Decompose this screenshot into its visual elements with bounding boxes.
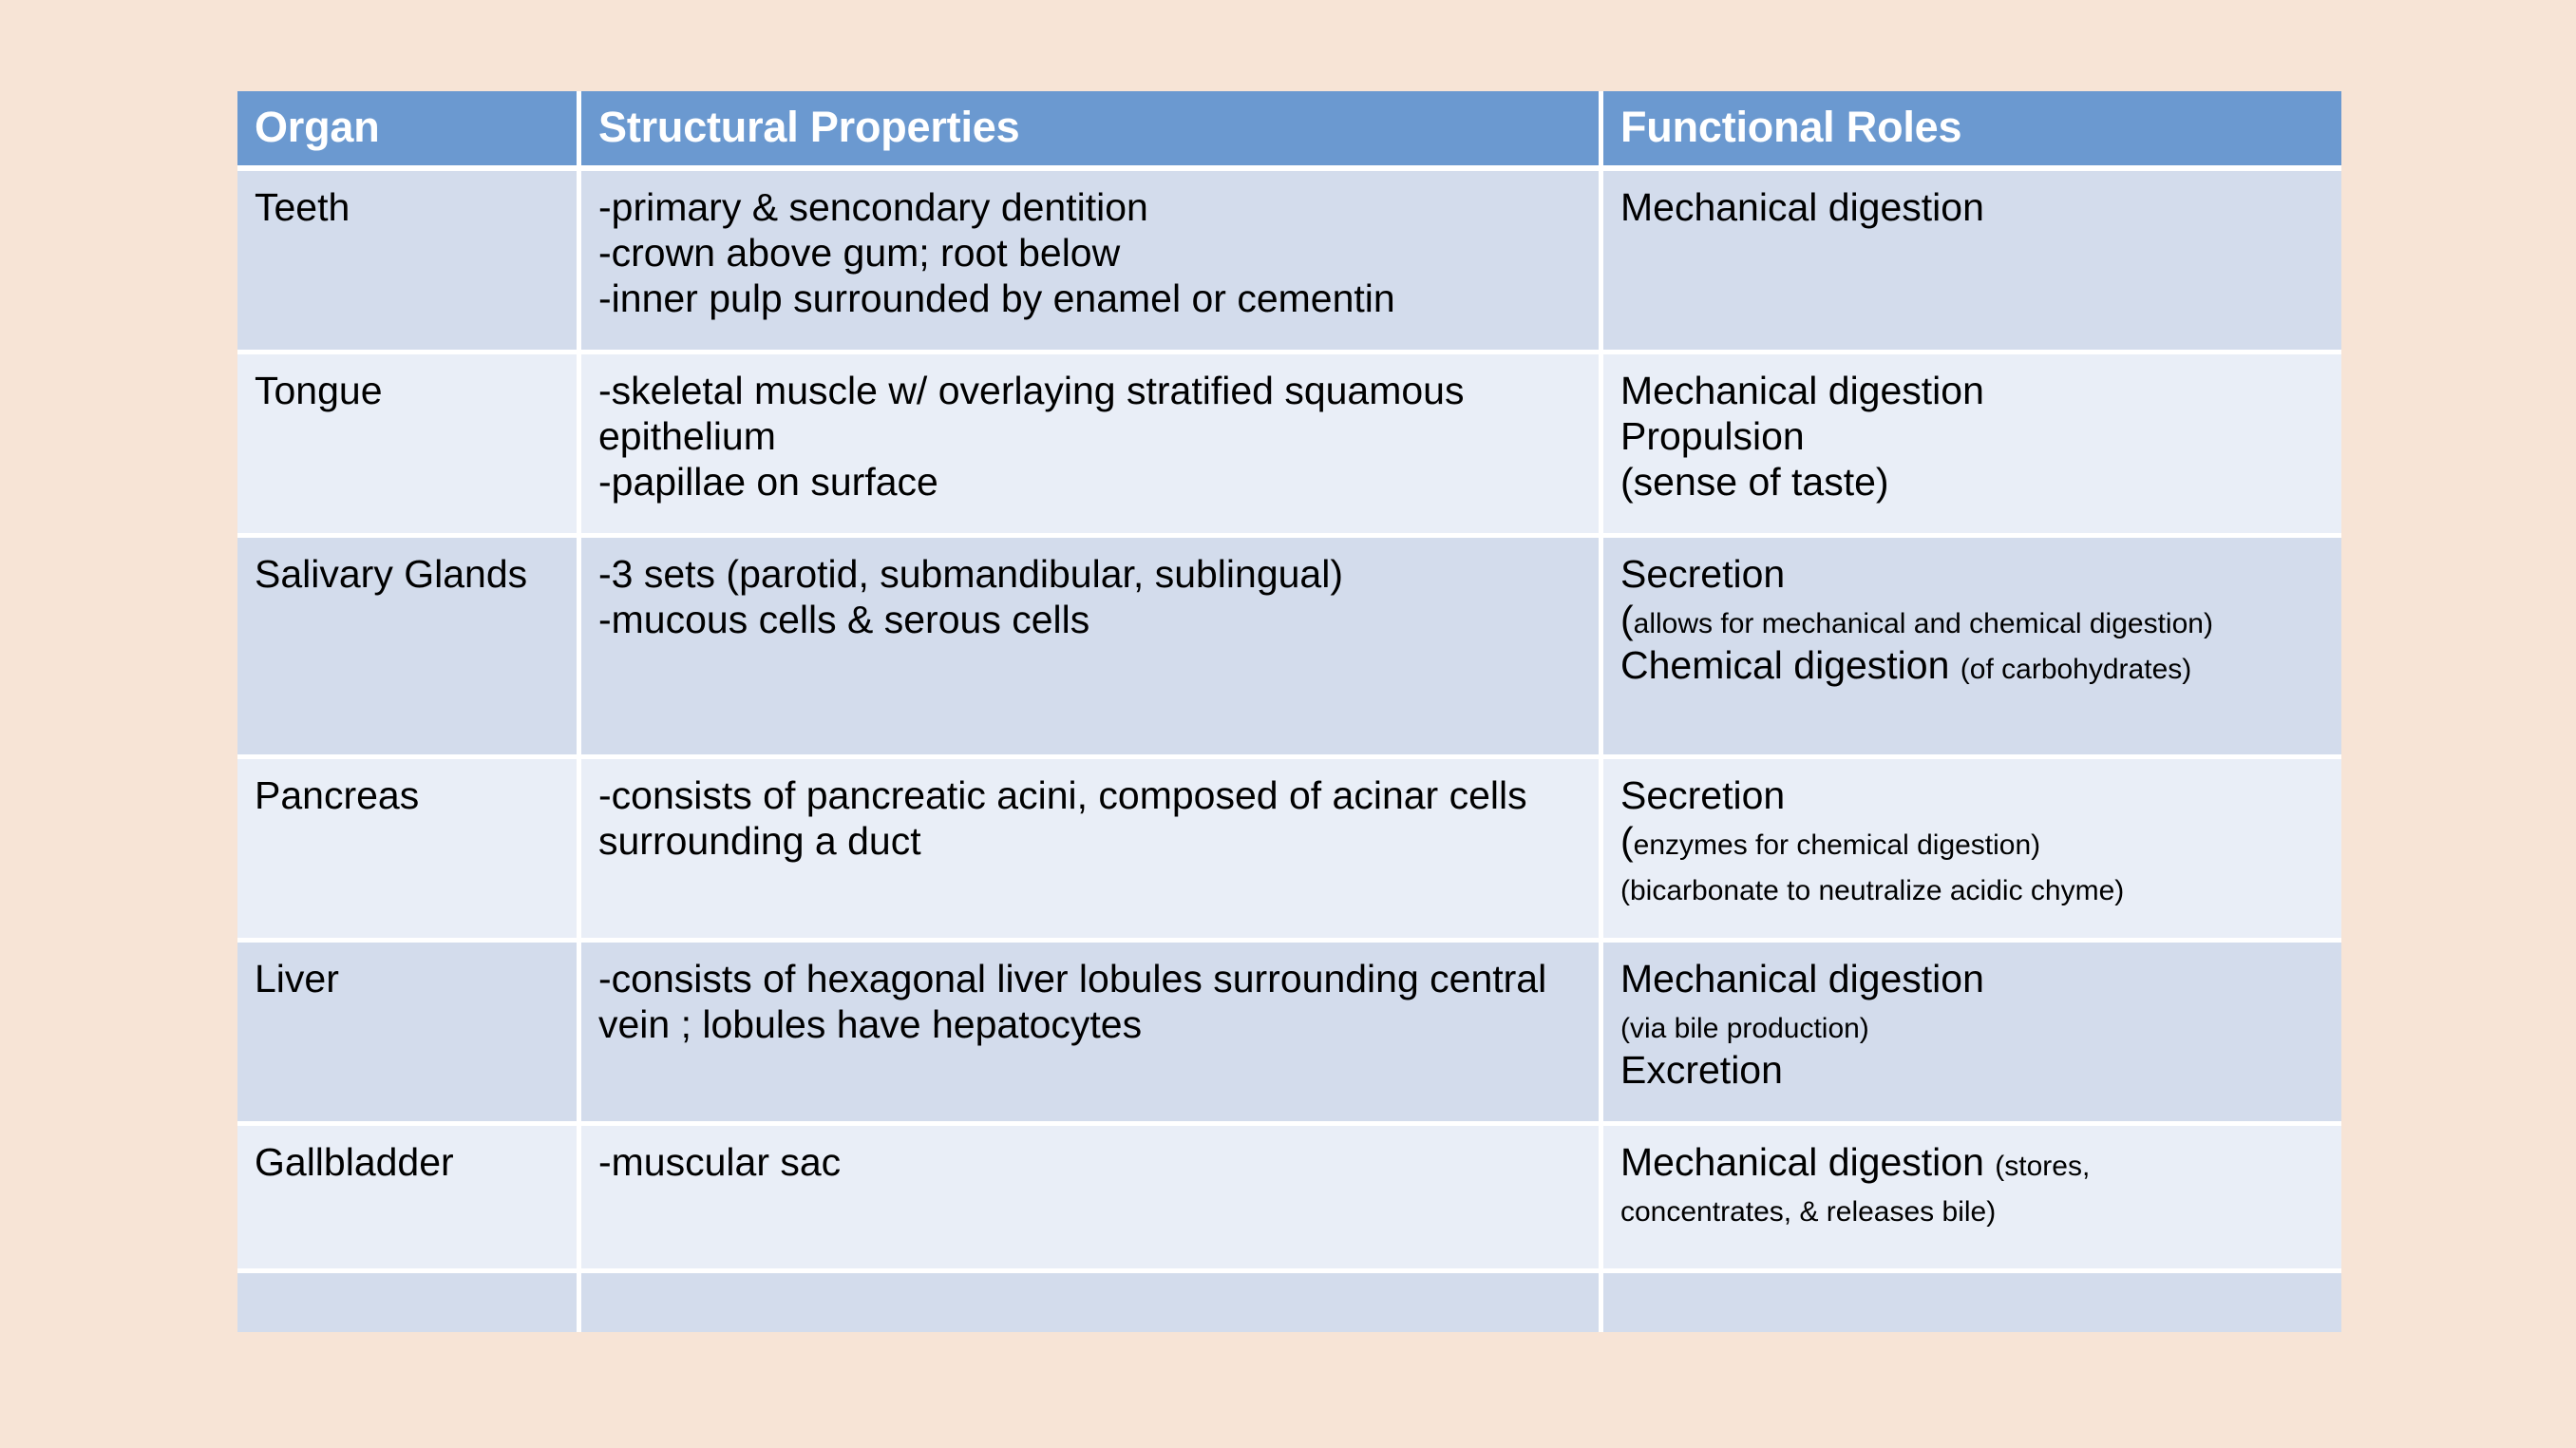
table-row-empty (237, 1272, 2341, 1332)
functional-role-note: enzymes for chemical digestion) (1633, 829, 2041, 862)
cell-structural-properties: -consists of hexagonal liver lobules sur… (581, 942, 1603, 1126)
functional-role-note: (bicarbonate to neutralize acidic chyme) (1620, 875, 2125, 907)
functional-role-primary: Chemical digestion (1620, 643, 1960, 688)
structural-line: -primary & sencondary dentition (598, 184, 1148, 229)
structural-line: -inner pulp surrounded by enamel or ceme… (598, 276, 1395, 321)
organ-name: Liver (255, 956, 339, 1000)
functional-line: Mechanical digestion (1620, 956, 2326, 1001)
organ-name: Pancreas (255, 772, 420, 817)
functional-line: (via bile production) (1620, 1001, 2326, 1047)
functional-role-note: (via bile production) (1620, 1013, 1869, 1045)
cell-functional-roles: Mechanical digestion Propulsion (sense o… (1603, 353, 2341, 538)
cell-structural-properties: -skeletal muscle w/ overlaying stratifie… (581, 353, 1603, 538)
column-header-functional-roles: Functional Roles (1603, 91, 2341, 171)
functional-line: (allows for mechanical and chemical dige… (1620, 597, 2326, 642)
cell-functional-roles: Mechanical digestion (stores, concentrat… (1603, 1125, 2341, 1273)
structural-line: -3 sets (parotid, submandibular, subling… (598, 551, 1343, 596)
cell-functional-roles: Secretion (enzymes for chemical digestio… (1603, 758, 2341, 943)
functional-role-primary: Propulsion (1620, 414, 1805, 459)
organ-name: Tongue (255, 368, 383, 412)
column-header-structural-properties: Structural Properties (581, 91, 1603, 171)
structural-line: -skeletal muscle w/ overlaying stratifie… (598, 368, 1465, 459)
organ-name: Gallbladder (255, 1139, 454, 1184)
functional-line: concentrates, & releases bile) (1620, 1185, 2326, 1230)
structural-line: -consists of hexagonal liver lobules sur… (598, 956, 1547, 1047)
table-row: Tongue -skeletal muscle w/ overlaying st… (237, 353, 2341, 538)
cell-structural-properties (581, 1272, 1603, 1332)
functional-line: (bicarbonate to neutralize acidic chyme) (1620, 864, 2326, 909)
table-row: Liver -consists of hexagonal liver lobul… (237, 942, 2341, 1126)
column-header-organ: Organ (237, 91, 581, 171)
functional-role-primary: Mechanical digestion (1620, 956, 1984, 1000)
structural-line: -consists of pancreatic acini, composed … (598, 772, 1527, 864)
structural-line: -muscular sac (598, 1139, 842, 1184)
functional-role-primary: ( (1620, 598, 1634, 642)
cell-organ: Teeth (237, 170, 581, 354)
organ-name: Salivary Glands (255, 551, 528, 596)
structural-line: -crown above gum; root below (598, 231, 1121, 276)
table-row: Teeth -primary & sencondary dentition -c… (237, 170, 2341, 354)
functional-role-primary: Excretion (1620, 1048, 1783, 1093)
table-header: Organ Structural Properties Functional R… (237, 91, 2341, 171)
cell-structural-properties: -3 sets (parotid, submandibular, subling… (581, 537, 1603, 759)
functional-line: (enzymes for chemical digestion) (1620, 818, 2326, 864)
functional-role-note: allows for mechanical and chemical diges… (1633, 608, 2213, 640)
functional-role-primary: Secretion (1620, 772, 1786, 817)
organ-name: Teeth (255, 184, 350, 229)
functional-role-note: (stores, (1995, 1150, 2091, 1182)
cell-organ: Tongue (237, 353, 581, 538)
functional-line: Excretion (1620, 1047, 2326, 1093)
structural-line: -mucous cells & serous cells (598, 598, 1090, 642)
cell-organ (237, 1272, 581, 1332)
functional-role-primary: (sense of taste) (1620, 460, 1889, 505)
functional-role-primary: Secretion (1620, 551, 1786, 596)
structural-line: -papillae on surface (598, 460, 938, 505)
cell-organ: Liver (237, 942, 581, 1126)
functional-line: Chemical digestion (of carbohydrates) (1620, 642, 2326, 688)
functional-role-primary: Mechanical digestion (1620, 184, 1984, 229)
table-body: Teeth -primary & sencondary dentition -c… (237, 170, 2341, 1332)
cell-functional-roles: Secretion (allows for mechanical and che… (1603, 537, 2341, 759)
cell-organ: Gallbladder (237, 1125, 581, 1273)
table-row: Gallbladder -muscular sac Mechanical dig… (237, 1125, 2341, 1273)
table-row: Pancreas -consists of pancreatic acini, … (237, 758, 2341, 943)
cell-functional-roles (1603, 1272, 2341, 1332)
table-container: Organ Structural Properties Functional R… (237, 91, 2341, 1332)
table-row: Salivary Glands -3 sets (parotid, subman… (237, 537, 2341, 759)
cell-functional-roles: Mechanical digestion (via bile productio… (1603, 942, 2341, 1126)
functional-role-primary: Mechanical digestion (1620, 1139, 1996, 1184)
functional-role-note: (of carbohydrates) (1960, 654, 2192, 686)
cell-structural-properties: -primary & sencondary dentition -crown a… (581, 170, 1603, 354)
functional-line: Secretion (1620, 772, 2326, 818)
organ-comparison-table: Organ Structural Properties Functional R… (237, 91, 2341, 1332)
functional-role-primary: Mechanical digestion (1620, 368, 1984, 412)
functional-line: Mechanical digestion (1620, 368, 2326, 413)
functional-role-note: concentrates, & releases bile) (1620, 1196, 1997, 1229)
functional-line: (sense of taste) (1620, 459, 2326, 505)
cell-structural-properties: -muscular sac (581, 1125, 1603, 1273)
cell-organ: Pancreas (237, 758, 581, 943)
functional-line: Propulsion (1620, 413, 2326, 459)
functional-line: Secretion (1620, 551, 2326, 597)
cell-functional-roles: Mechanical digestion (1603, 170, 2341, 354)
functional-role-primary: ( (1620, 819, 1634, 864)
cell-structural-properties: -consists of pancreatic acini, composed … (581, 758, 1603, 943)
cell-organ: Salivary Glands (237, 537, 581, 759)
functional-line: Mechanical digestion (stores, (1620, 1139, 2326, 1185)
header-row: Organ Structural Properties Functional R… (237, 91, 2341, 171)
functional-line: Mechanical digestion (1620, 184, 2326, 230)
